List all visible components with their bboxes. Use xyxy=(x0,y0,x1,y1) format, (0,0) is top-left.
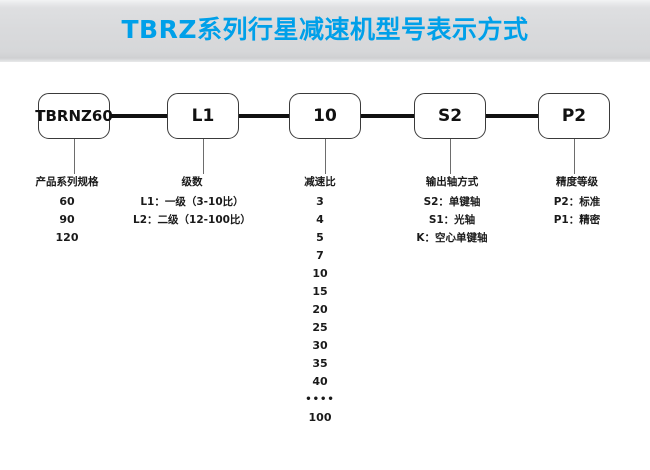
column-option-reduction-ratio-10: 35 xyxy=(312,357,328,370)
column-option-reduction-ratio-6: 15 xyxy=(312,285,328,298)
legend-column-reduction-ratio: 减速比 3 4 5 7 10 15 20 25 30 35 40 •••• 100 xyxy=(230,175,410,427)
column-option-reduction-ratio-13: 100 xyxy=(308,411,332,424)
code-node-4[interactable]: S2 xyxy=(414,93,486,139)
column-option-accuracy-grade-2: P1：精密 xyxy=(553,214,601,226)
column-option-output-shaft-type-1: S2：单键轴 xyxy=(423,196,481,208)
column-option-reduction-ratio-11: 40 xyxy=(312,375,328,388)
column-option-stage-count-1: L1：一级（3-10比） xyxy=(140,196,244,208)
column-option-reduction-ratio-2: 4 xyxy=(316,213,324,226)
drop-line-3 xyxy=(325,139,327,174)
model-code-diagram: TBRNZ60 L1 10 S2 P2 产品系列规格 60 90 120 级数 L1：一级（3-10… xyxy=(0,62,650,470)
column-option-output-shaft-type-3: K：空心单键轴 xyxy=(416,232,488,244)
connector-line-3 xyxy=(361,114,414,118)
legend-column-stage-count: 级数 L1：一级（3-10比） L2：二级（12-100比） xyxy=(102,175,282,229)
column-option-reduction-ratio-8: 25 xyxy=(312,321,328,334)
drop-line-5 xyxy=(574,139,576,174)
column-option-product-series-spec-3: 120 xyxy=(55,231,79,244)
column-option-output-shaft-type-2: S1：光轴 xyxy=(428,214,476,226)
column-option-reduction-ratio-3: 5 xyxy=(316,231,324,244)
column-heading-product-series-spec: 产品系列规格 xyxy=(35,176,99,188)
column-option-reduction-ratio-4: 7 xyxy=(316,249,324,262)
connector-line-2 xyxy=(239,114,289,118)
legend-column-output-shaft-type: 输出轴方式 S2：单键轴 S1：光轴 K：空心单键轴 xyxy=(362,175,542,247)
legend-column-product-series-spec: 产品系列规格 60 90 120 xyxy=(0,175,157,247)
column-heading-reduction-ratio: 减速比 xyxy=(304,176,336,188)
title-banner: TBRZ系列行星减速机型号表示方式 xyxy=(0,0,650,62)
code-node-1[interactable]: TBRNZ60 xyxy=(35,93,113,139)
column-option-reduction-ratio-12: •••• xyxy=(305,394,335,405)
legend-column-accuracy-grade: 精度等级 P2：标准 P1：精密 xyxy=(487,175,650,229)
column-heading-output-shaft-type: 输出轴方式 xyxy=(425,176,479,188)
connector-line-4 xyxy=(486,114,538,118)
code-node-3[interactable]: 10 xyxy=(289,93,361,139)
column-option-reduction-ratio-1: 3 xyxy=(316,195,324,208)
column-option-stage-count-2: L2：二级（12-100比） xyxy=(133,214,251,226)
code-node-2[interactable]: L1 xyxy=(167,93,239,139)
column-option-reduction-ratio-7: 20 xyxy=(312,303,328,316)
column-option-product-series-spec-1: 60 xyxy=(59,195,75,208)
drop-line-4 xyxy=(450,139,452,174)
column-option-accuracy-grade-1: P2：标准 xyxy=(553,196,601,208)
column-option-product-series-spec-2: 90 xyxy=(59,213,75,226)
column-heading-stage-count: 级数 xyxy=(181,176,203,188)
connector-line-1 xyxy=(110,114,167,118)
page-title: TBRZ系列行星减速机型号表示方式 xyxy=(121,15,529,44)
column-heading-accuracy-grade: 精度等级 xyxy=(556,176,598,188)
drop-line-2 xyxy=(203,139,205,174)
code-node-5[interactable]: P2 xyxy=(538,93,610,139)
column-option-reduction-ratio-5: 10 xyxy=(312,267,328,280)
column-option-reduction-ratio-9: 30 xyxy=(312,339,328,352)
drop-line-1 xyxy=(74,139,76,174)
